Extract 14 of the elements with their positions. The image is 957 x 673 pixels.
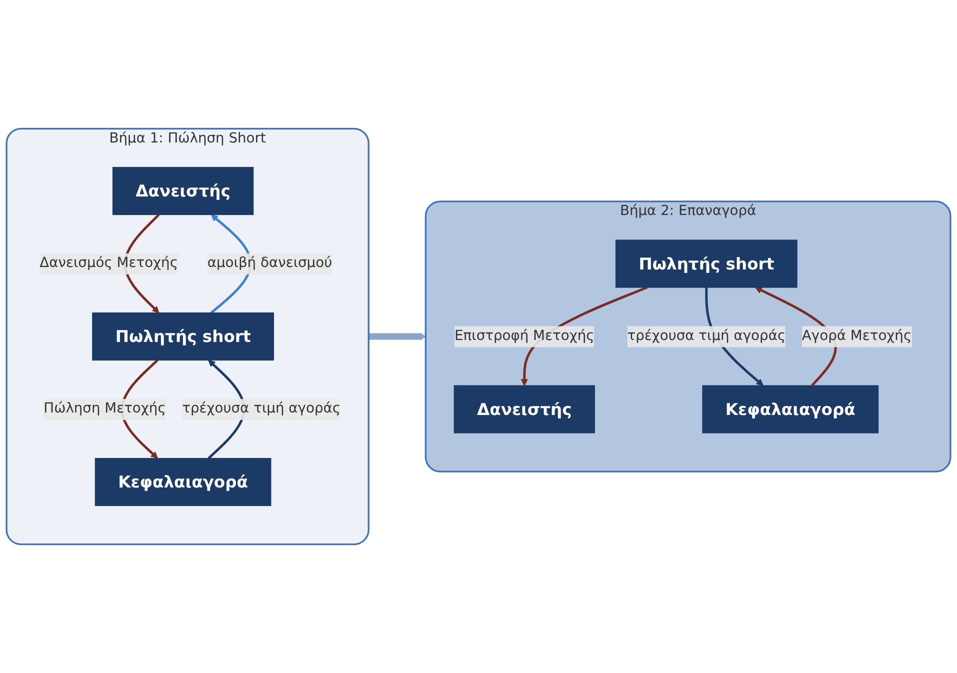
node-box: Κεφαλαιαγορά (702, 385, 879, 434)
node-box: Πωλητής short (92, 312, 274, 361)
edge-label: αμοιβή δανεισμού (207, 254, 332, 272)
edge-label: τρέχουσα τιμή αγοράς (627, 328, 786, 344)
edge-label: Δανεισμός Μετοχής (40, 254, 178, 272)
node-box: Κεφαλαιαγορά (94, 458, 272, 506)
edge-label: Αγορά Μετοχής (802, 328, 912, 344)
node-box: Πωλητής short (615, 240, 798, 288)
edge-label: Επιστροφή Μετοχής (454, 328, 594, 344)
edge-label: Πώληση Μετοχής (44, 400, 166, 417)
node-box: Δανειστής (112, 166, 254, 216)
arrow (368, 332, 426, 340)
edge-label: τρέχουσα τιμή αγοράς (182, 400, 341, 417)
node-box: Δανειστής (454, 385, 595, 434)
